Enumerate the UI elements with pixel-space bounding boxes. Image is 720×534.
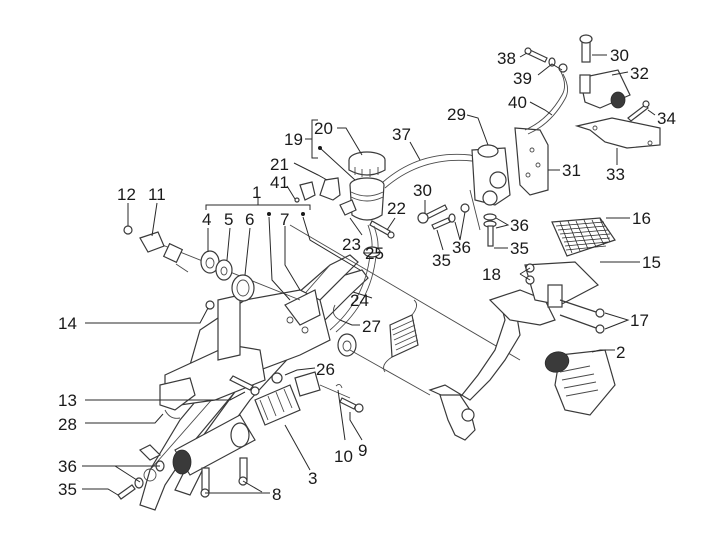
callout-23: 23 <box>342 235 361 254</box>
callout-36-lower: 36 <box>58 457 77 476</box>
bolt-9-pin-10 <box>335 383 364 413</box>
callout-40: 40 <box>508 93 527 112</box>
reservoir-hose <box>329 224 381 333</box>
callout-31: 31 <box>562 161 581 180</box>
callout-32: 32 <box>630 64 649 83</box>
callout-30-mid: 30 <box>413 181 432 200</box>
callout-21: 21 <box>270 155 289 174</box>
banjo-bolts-valve <box>417 189 497 247</box>
distributor-bracket <box>574 117 661 149</box>
return-spring <box>383 299 419 373</box>
callout-38: 38 <box>497 49 516 68</box>
callout-19: 19 <box>284 130 303 149</box>
frame-bracket <box>159 289 331 411</box>
pressure-valve <box>471 144 511 206</box>
callout-11: 11 <box>148 185 166 204</box>
callout-25: 25 <box>365 244 384 263</box>
callout-37: 37 <box>392 125 411 144</box>
callout-7: 7 <box>280 210 289 229</box>
callout-20: 20 <box>314 119 333 138</box>
callout-16: 16 <box>632 209 651 228</box>
callout-13: 13 <box>58 391 77 410</box>
callout-12: 12 <box>117 185 136 204</box>
bolts-8 <box>200 457 248 498</box>
callout-30-top: 30 <box>610 46 629 65</box>
brake-light-switch <box>123 225 189 273</box>
connecting-rod <box>289 224 521 396</box>
leader-lines <box>82 52 656 496</box>
callout-35-right: 35 <box>510 239 529 258</box>
pedal-rubber-pad <box>551 217 616 257</box>
callout-35-mid: 35 <box>432 251 451 270</box>
bolts-17 <box>559 299 605 334</box>
bolt-13 <box>229 375 260 396</box>
callout-24: 24 <box>350 291 369 310</box>
screw-22 <box>369 220 395 239</box>
callout-labels: 1 2 3 4 5 6 7 8 9 10 11 12 13 14 15 16 1… <box>58 46 676 504</box>
brake-pedal-arm <box>428 261 600 441</box>
master-cylinder <box>172 371 351 476</box>
callout-2: 2 <box>616 343 625 362</box>
callout-15: 15 <box>642 253 661 272</box>
callout-4: 4 <box>202 210 211 229</box>
callout-1: 1 <box>252 183 261 202</box>
callout-41: 41 <box>270 173 289 192</box>
fluid-reservoir <box>348 151 386 221</box>
reservoir-bracket <box>294 177 357 216</box>
callout-34: 34 <box>657 109 676 128</box>
callout-26: 26 <box>316 360 335 379</box>
bolt-34 <box>627 100 650 122</box>
nut-14 <box>205 300 215 310</box>
callout-8: 8 <box>272 485 281 504</box>
callout-35-lower: 35 <box>58 480 77 499</box>
valve-bracket <box>514 127 549 196</box>
callout-14: 14 <box>58 314 77 333</box>
callout-18: 18 <box>482 265 501 284</box>
brake-distributor <box>579 34 631 109</box>
brake-line-40 <box>524 69 568 135</box>
clip-28 <box>138 409 181 461</box>
callout-6: 6 <box>245 210 254 229</box>
bushing <box>332 304 357 357</box>
rubber-boot <box>544 349 616 416</box>
callout-39: 39 <box>513 69 532 88</box>
callout-29: 29 <box>447 105 466 124</box>
callout-10: 10 <box>334 447 353 466</box>
pivot-shaft-washers <box>149 239 301 302</box>
callout-33: 33 <box>606 165 625 184</box>
brake-line <box>382 153 486 189</box>
clip-26 <box>271 372 283 384</box>
callout-28: 28 <box>58 415 77 434</box>
callout-36-right: 36 <box>510 216 529 235</box>
callout-17: 17 <box>630 311 649 330</box>
callout-36-mid: 36 <box>452 238 471 257</box>
parts-artwork <box>117 34 661 511</box>
callout-9: 9 <box>358 441 367 460</box>
callout-3: 3 <box>308 469 317 488</box>
callout-27: 27 <box>362 317 381 336</box>
callout-22: 22 <box>387 199 406 218</box>
callout-5: 5 <box>224 210 233 229</box>
